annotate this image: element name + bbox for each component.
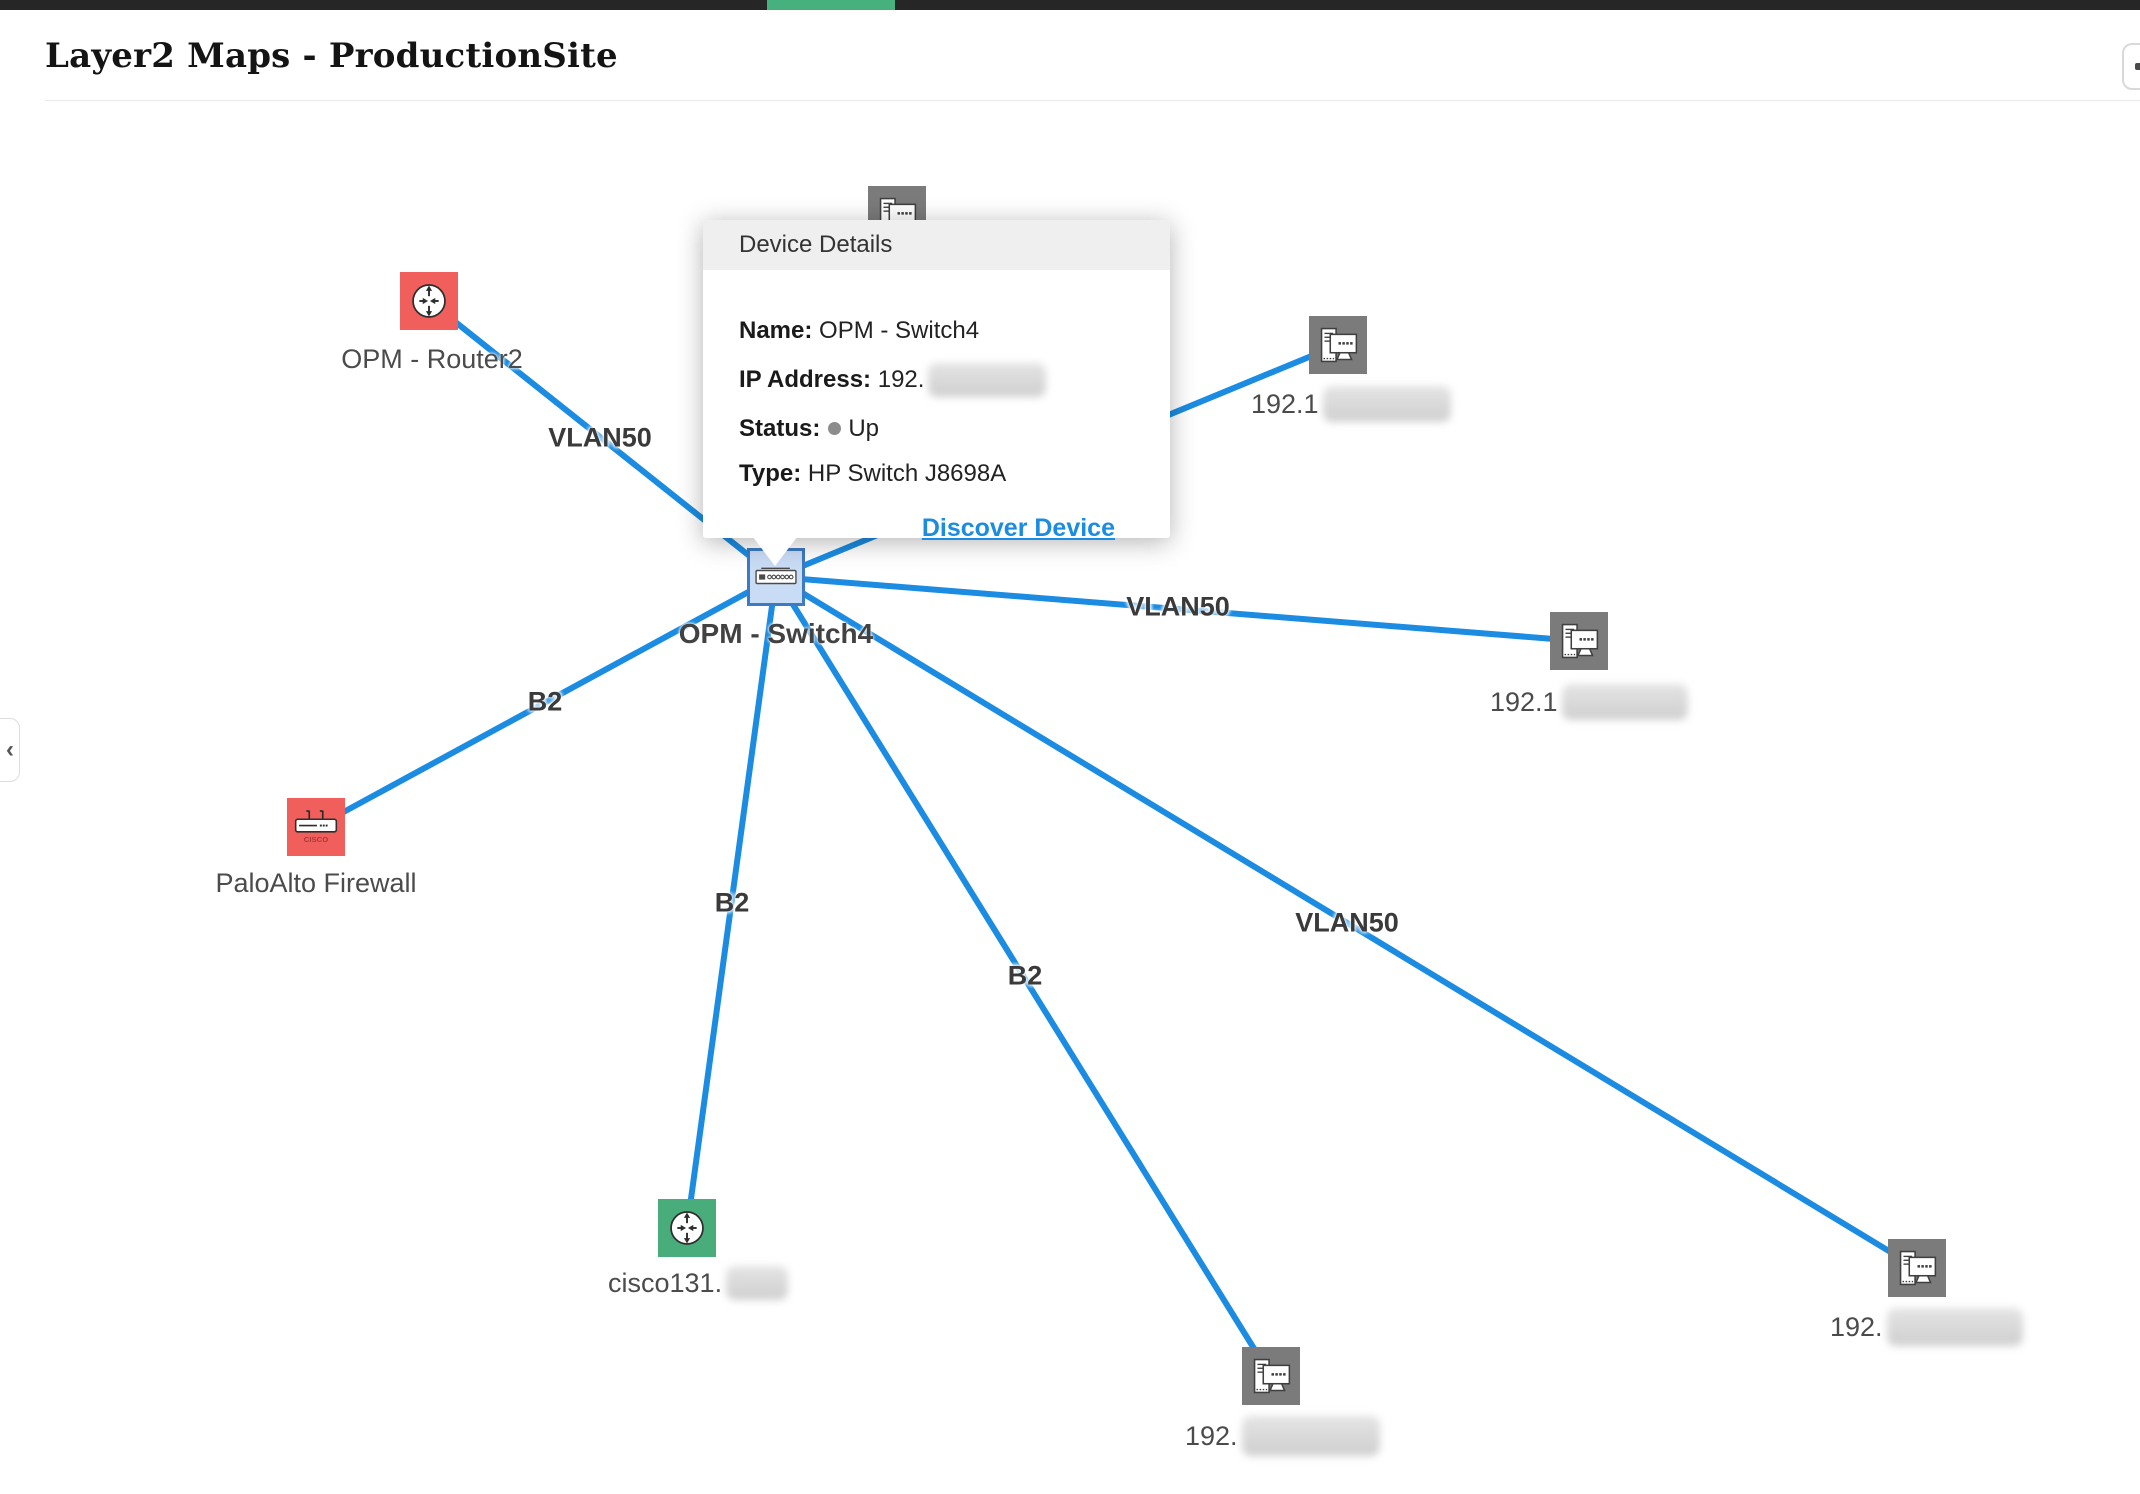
node-label-pc-mid-right: 192.1 <box>1490 684 1688 720</box>
edge-label-b2: B2 <box>1007 960 1043 991</box>
node-pc-top-right[interactable] <box>1309 316 1367 374</box>
node-label-text: 192.1 <box>1490 686 1558 717</box>
edge-label-vlan50: VLAN50 <box>1126 591 1230 622</box>
node-label-paloalto-firewall: PaloAlto Firewall <box>215 868 417 898</box>
node-label-opm-router2: OPM - Router2 <box>341 344 523 374</box>
page-header: Layer2 Maps - ProductionSite <box>0 10 2140 101</box>
redacted-label <box>1241 1416 1380 1456</box>
device-details-popup: Device Details Name: OPM - Switch4 IP Ad… <box>703 220 1170 542</box>
node-label-pc-bottom-mid: 192. <box>1185 1416 1380 1456</box>
status-dot-icon <box>828 422 842 435</box>
field-value: HP Switch J8698A <box>807 460 1007 487</box>
field-value: 192. <box>877 366 925 393</box>
node-label-text: 192. <box>1830 1311 1883 1342</box>
edge-switch-pc-bot-mid <box>773 574 1274 1379</box>
edge-label-vlan50: VLAN50 <box>1295 907 1399 938</box>
field-value: Up <box>848 415 880 442</box>
header-divider <box>45 100 2140 101</box>
node-pc-bottom-right[interactable] <box>1888 1239 1946 1297</box>
menu-icon <box>2135 63 2140 70</box>
popup-field-status: Status: Up <box>739 416 1140 442</box>
desktop-pc-icon <box>1309 316 1367 374</box>
redacted-label <box>1561 684 1688 720</box>
router-icon <box>658 1199 716 1257</box>
popup-pointer <box>746 528 804 566</box>
redacted-label <box>726 1266 789 1300</box>
edge-switch-cisco131 <box>684 574 779 1231</box>
popup-field-ip: IP Address: 192. <box>739 363 1140 397</box>
node-label-text: 192.1 <box>1251 388 1319 419</box>
top-progress-bar <box>0 0 2140 10</box>
edge-label-b2: B2 <box>527 686 563 717</box>
firewall-icon <box>287 798 345 856</box>
edge-switch-pc-mid-right <box>773 574 1582 644</box>
header-corner-button[interactable] <box>2122 43 2140 90</box>
node-cisco131[interactable] <box>658 1199 716 1257</box>
node-label-pc-top-right: 192.1 <box>1251 386 1451 422</box>
field-value: OPM - Switch4 <box>819 317 980 344</box>
sidebar-collapse-button[interactable]: ‹ <box>0 718 20 782</box>
chevron-left-icon: ‹ <box>6 736 14 763</box>
edge-switch-pc-bot-right <box>773 574 1920 1271</box>
field-label: Name: <box>739 317 813 344</box>
redacted-ip <box>928 363 1047 397</box>
progress-indicator <box>767 0 895 10</box>
router-icon <box>400 272 458 330</box>
popup-field-name: Name: OPM - Switch4 <box>739 318 1140 344</box>
field-label: IP Address: <box>739 366 872 393</box>
edge-label-b2: B2 <box>714 887 750 918</box>
node-label-opm-switch4: OPM - Switch4 <box>678 618 874 649</box>
edge-switch-firewall <box>313 574 779 830</box>
node-label-text: 192. <box>1185 1420 1238 1451</box>
node-label-cisco131: cisco131. <box>608 1266 789 1300</box>
node-label-text: cisco131. <box>608 1267 723 1298</box>
page-title: Layer2 Maps - ProductionSite <box>45 36 618 76</box>
redacted-label <box>1886 1308 2023 1346</box>
popup-title: Device Details <box>703 220 1170 270</box>
field-label: Status: <box>739 415 821 442</box>
desktop-pc-icon <box>1242 1347 1300 1405</box>
node-paloalto-firewall[interactable] <box>287 798 345 856</box>
node-opm-router2[interactable] <box>400 272 458 330</box>
discover-device-link[interactable]: Discover Device <box>921 514 1115 542</box>
desktop-pc-icon <box>1550 612 1608 670</box>
popup-field-type: Type: HP Switch J8698A <box>739 461 1140 487</box>
node-pc-bottom-mid[interactable] <box>1242 1347 1300 1405</box>
field-label: Type: <box>739 460 802 487</box>
redacted-label <box>1322 386 1451 422</box>
edge-label-vlan50: VLAN50 <box>548 422 652 453</box>
node-pc-mid-right[interactable] <box>1550 612 1608 670</box>
node-label-pc-bottom-right: 192. <box>1830 1308 2023 1346</box>
desktop-pc-icon <box>1888 1239 1946 1297</box>
